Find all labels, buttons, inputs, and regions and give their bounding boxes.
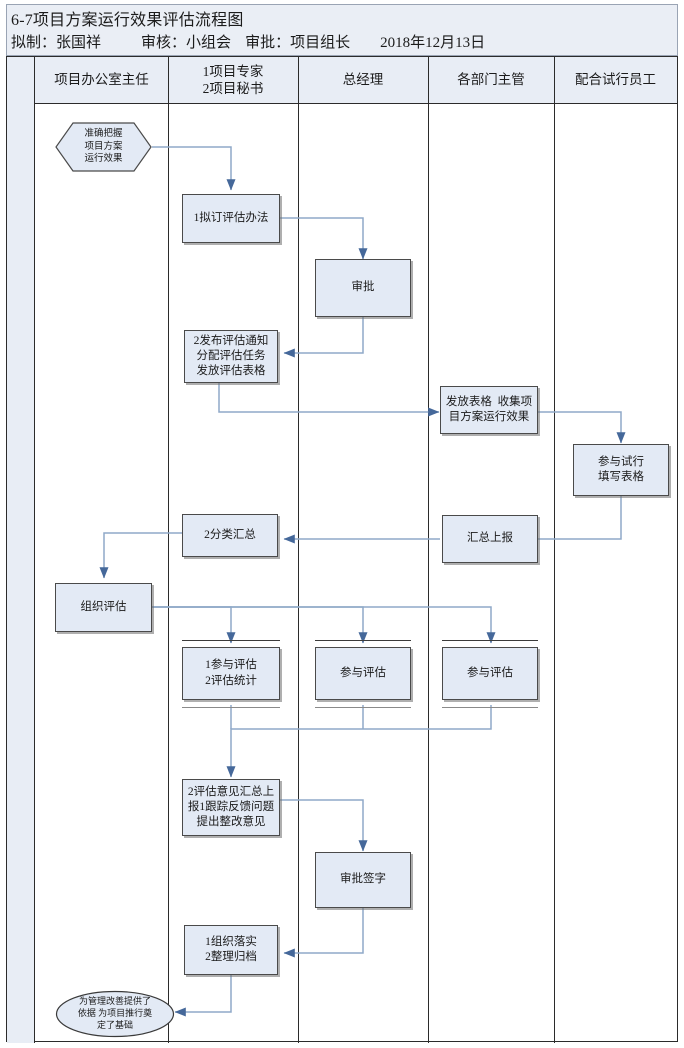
parallel-bar-top-stats [182,640,280,641]
node-label: 参与评估 [340,666,386,679]
edge-join-eval-dept-to-opinion [226,705,492,778]
prepared-by: 张国祥 [56,35,102,51]
node-label: 组织评估 [80,600,127,613]
lane-label: 项目办公室主任 [54,72,149,88]
node-approve-sign[interactable]: 审批签字 [315,852,411,908]
edge-approve-sign-to-implement [283,908,364,958]
edge-issue-to-trial [538,411,626,444]
node-join-eval-gm[interactable]: 参与评估 [315,647,411,700]
edge-start-to-draft [152,146,236,191]
node-label: 2分类汇总 [204,528,256,541]
parallel-bar-bottom-dept [442,707,538,708]
lane-divider-4 [554,57,555,1043]
parallel-bar-top-dept [442,640,538,641]
lane-divider-2 [298,57,299,1043]
lane-label: 配合试行员工 [575,72,656,88]
edge-publish-to-issue [218,383,440,417]
edge-opinion-to-approve-sign [280,799,368,852]
approved-label: 审批： [245,35,291,51]
node-summary-report[interactable]: 汇总上报 [442,515,538,563]
edge-trial-to-summary [501,496,622,544]
edge-classify-to-organize [99,532,182,579]
node-label: 参与试行填写表格 [598,455,644,483]
lane-header-department-heads: 各部门主管 [428,57,554,104]
parallel-bar-top-gm [315,640,411,641]
node-classify-summary[interactable]: 2分类汇总 [182,514,278,557]
edge-draft-to-approve [280,217,368,260]
edge-approve-to-publish [283,317,364,358]
reviewed-label: 审核： [141,35,187,51]
chart-header: 6-7项目方案运行效果评估流程图 拟制：张国祥 审核：小组会审批：项目组长 2018… [6,4,678,56]
node-opinion-summary[interactable]: 2评估意见汇总上报1跟踪反馈问题提出整改意见 [182,779,280,836]
lane-divider-3 [428,57,429,1043]
node-organize-evaluation[interactable]: 组织评估 [55,583,152,632]
node-join-eval-dept[interactable]: 参与评估 [442,647,538,700]
lane-divider-1 [168,57,169,1043]
ellipse-shape [55,990,175,1038]
lane-side-band-divider [34,57,35,1043]
edge-implement-to-end [174,975,232,1017]
node-start-label: 准确把握项目方案运行效果 [84,128,123,165]
node-end-label: 为管理改善提供了依据 为项目推行奠定了基础 [77,996,153,1030]
lane-label: 总经理 [342,72,384,88]
edge-organize-to-join-eval-dept [152,606,496,644]
node-label: 审批 [351,281,375,294]
chart-date: 2018年12月13日 [380,35,486,51]
prepared-label: 拟制： [11,35,57,51]
node-label: 审批签字 [340,873,386,886]
page-title: 6-7项目方案运行效果评估流程图 [11,12,244,29]
lane-header-office-director: 项目办公室主任 [35,57,168,104]
hexagon-shape [55,122,152,172]
node-label: 发放表格 收集项目方案运行效果 [445,395,533,423]
node-end[interactable]: 为管理改善提供了依据 为项目推行奠定了基础 [55,990,175,1038]
node-draft-method[interactable]: 1拟订评估办法 [182,194,280,243]
reviewed-by: 小组会 [186,35,232,51]
edge-organize-to-join-eval-gm [152,606,368,644]
lane-label: 各部门主管 [457,72,525,88]
node-issue-collect-forms[interactable]: 发放表格 收集项目方案运行效果 [440,386,538,434]
node-approve-1[interactable]: 审批 [315,259,411,317]
node-publish-notice[interactable]: 2发布评估通知分配评估任务发放评估表格 [184,330,278,383]
node-join-trial-fill[interactable]: 参与试行填写表格 [573,444,669,496]
node-start[interactable]: 准确把握项目方案运行效果 [55,122,152,172]
approved-by: 项目组长 [290,35,351,51]
chart-meta: 拟制：张国祥 审核：小组会审批：项目组长 2018年12月13日 [11,31,485,52]
node-label: 2评估意见汇总上报1跟踪反馈问题提出整改意见 [187,785,275,829]
node-label: 1拟订评估办法 [193,211,269,224]
node-label: 汇总上报 [467,532,513,545]
parallel-bar-bottom-gm [315,707,411,708]
lane-header-trial-employees: 配合试行员工 [554,57,677,104]
lane-side-band [7,57,34,1043]
parallel-bar-bottom-stats [182,707,280,708]
node-label: 2发布评估通知分配评估任务发放评估表格 [193,334,269,378]
node-label: 参与评估 [467,666,513,679]
edge-organize-to-join-eval-stats [152,606,236,644]
lane-header-general-manager: 总经理 [298,57,428,104]
